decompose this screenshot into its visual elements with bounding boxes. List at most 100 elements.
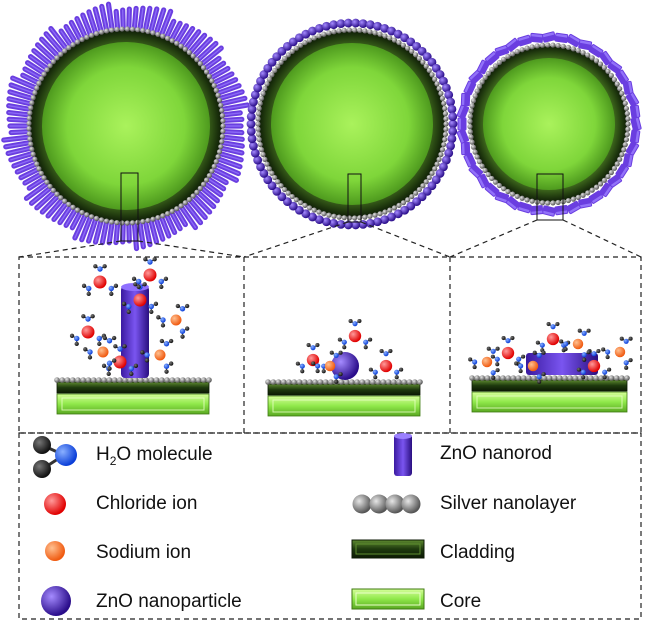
oxygen-atom — [108, 285, 114, 292]
silver-nanoparticle — [467, 118, 473, 124]
silver-nanoparticle — [505, 375, 511, 381]
silver-nanoparticle — [343, 379, 350, 385]
hydrogen-atom — [576, 367, 581, 372]
silver-nanoparticle — [164, 211, 171, 217]
zno-nanoflake — [468, 163, 484, 179]
zno-nanoflake — [615, 163, 629, 179]
zoom-connector-line — [562, 219, 642, 258]
silver-nanoparticle — [585, 190, 591, 196]
silver-nanoparticle — [296, 379, 303, 385]
silver-nanoparticle — [572, 375, 579, 381]
oxygen-atom — [505, 338, 511, 344]
zno-nanoparticle — [447, 134, 457, 144]
silver-nanoparticle — [316, 209, 322, 215]
silver-nanoparticle — [510, 375, 517, 381]
silver-nanoparticle — [380, 379, 387, 385]
sodium-ion — [481, 356, 493, 368]
silver-nanoparticle — [351, 215, 358, 221]
hydrogen-atom — [169, 361, 174, 366]
sodium-ion — [324, 360, 336, 372]
hydrogen-atom — [532, 350, 537, 355]
silver-nanoparticle — [206, 73, 212, 79]
zno-nanoparticle — [253, 155, 263, 165]
zno-nanoparticle — [400, 205, 410, 215]
silver-nanoparticle — [567, 375, 573, 381]
silver-nanoparticle — [354, 379, 360, 385]
silver-nanoparticle — [492, 63, 499, 69]
hydrated-sodium-ion — [140, 338, 174, 374]
hydrated-chloride-ion — [81, 264, 119, 297]
silver-nanoparticle — [34, 85, 40, 91]
silver-nanoparticle — [264, 161, 270, 167]
silver-nanoparticle — [608, 169, 614, 176]
silver-nanoparticle — [439, 95, 446, 102]
oxygen-atom — [490, 348, 496, 354]
hydrated-chloride-ion — [69, 314, 107, 347]
silver-nanoparticle — [614, 161, 620, 167]
water-molecule — [546, 322, 560, 330]
silver-nanoparticle — [70, 204, 76, 210]
hydrogen-atom — [342, 345, 347, 350]
water-molecule — [363, 337, 373, 350]
silver-nanoparticle — [479, 163, 485, 169]
silver-nanoparticle — [275, 63, 281, 69]
zno-nanoparticle — [380, 24, 390, 33]
silver-nanoparticle — [443, 116, 449, 122]
silver-nanoparticle — [359, 379, 366, 385]
oxygen-atom — [341, 339, 347, 345]
zno-nanoparticle — [308, 212, 317, 222]
silver-nanoparticle — [182, 46, 188, 52]
silver-nanoparticle — [38, 170, 44, 176]
hydrogen-atom — [129, 371, 134, 377]
hydrogen-atom — [169, 338, 174, 344]
silver-nanoparticle — [266, 166, 272, 172]
silver-nanoparticle — [468, 108, 474, 114]
water-molecule — [69, 333, 80, 347]
silver-nanoparticle — [260, 90, 266, 97]
oxygen-atom — [74, 335, 80, 342]
water-molecule — [514, 361, 524, 374]
oxygen-atom — [516, 356, 522, 362]
water-molecule — [108, 283, 119, 297]
silver-nanoparticle — [396, 379, 402, 385]
silver-nanoparticle — [426, 174, 432, 181]
water-molecule — [501, 336, 515, 344]
silver-nanoparticle — [593, 184, 600, 190]
silver-nanoparticle — [331, 213, 337, 219]
oxygen-atom — [581, 330, 587, 336]
hydrogen-atom — [185, 303, 190, 309]
core-icon — [351, 588, 425, 610]
silver-nanoparticle — [266, 76, 272, 82]
hydrogen-atom — [143, 257, 148, 262]
silver-nanoparticle — [90, 377, 97, 383]
water-molecule — [175, 303, 190, 312]
silver-nanoparticle — [617, 86, 623, 92]
silver-nanoparticle — [54, 377, 60, 383]
hydrogen-atom — [131, 276, 137, 281]
water-molecule — [179, 326, 190, 339]
silver-nanoparticle — [622, 142, 628, 148]
silver-nanoparticle — [255, 131, 262, 137]
silver-nanoparticle — [262, 156, 268, 162]
hydrogen-atom — [113, 344, 118, 349]
zno-nanoparticle — [331, 352, 359, 380]
silver-nanoparticle — [103, 28, 110, 34]
silver-nanoparticle — [127, 377, 134, 383]
silver-nanoparticle — [400, 200, 407, 206]
silver-nanoparticle — [27, 136, 33, 142]
silver-nanoparticle — [190, 377, 197, 383]
legend-label-core: Core — [440, 591, 482, 612]
silver-nanoparticle — [417, 379, 423, 385]
silver-nanoparticle — [30, 95, 36, 101]
silver-nanoparticle — [159, 377, 165, 383]
zno-nanoflake — [625, 141, 640, 156]
silver-nanoparticle — [405, 45, 411, 51]
silver-nanoparticle — [275, 379, 282, 385]
silver-nanoparticle — [401, 379, 408, 385]
water-molecule — [619, 336, 633, 344]
silver-nanoparticle — [220, 118, 226, 124]
core-layer — [471, 391, 628, 413]
silver-nanoparticle — [178, 43, 184, 49]
silver-nanoparticle — [140, 218, 146, 225]
silver-nanoparticle — [80, 377, 87, 383]
